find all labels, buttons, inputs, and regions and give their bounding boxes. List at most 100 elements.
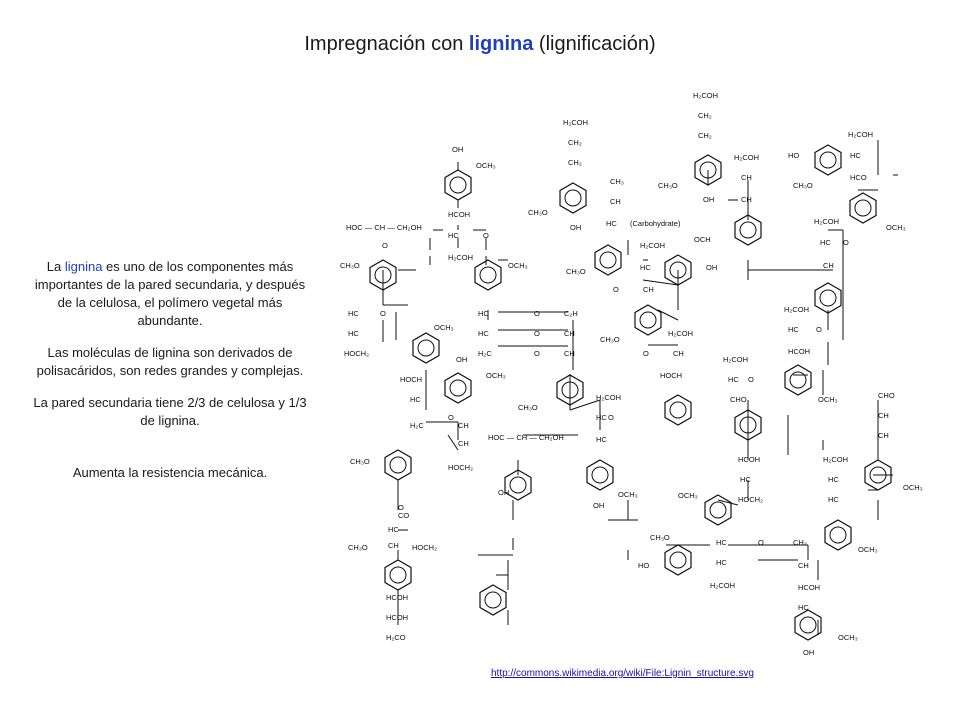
svg-text:CHO: CHO bbox=[730, 395, 747, 404]
svg-text:HOCH₂: HOCH₂ bbox=[738, 495, 763, 504]
svg-text:H₂COH: H₂COH bbox=[823, 455, 848, 464]
svg-text:H₂COH: H₂COH bbox=[640, 241, 665, 250]
svg-text:HC: HC bbox=[478, 309, 489, 318]
svg-text:HC: HC bbox=[728, 375, 739, 384]
p1-end: es uno de los componentes más importante… bbox=[34, 259, 306, 328]
svg-text:HO: HO bbox=[788, 151, 799, 160]
svg-text:H₂C: H₂C bbox=[478, 349, 492, 358]
svg-text:OH: OH bbox=[498, 488, 509, 497]
lignin-structure-diagram: OH OCH₃ HCOH HOC — CH — CH₂OH HC H₂COH O… bbox=[340, 91, 923, 657]
svg-text:OH: OH bbox=[803, 648, 814, 657]
svg-text:HOCH₂: HOCH₂ bbox=[344, 349, 369, 358]
svg-text:HOCH₂: HOCH₂ bbox=[412, 543, 437, 552]
svg-text:HO: HO bbox=[638, 561, 649, 570]
svg-text:HCOH: HCOH bbox=[448, 210, 470, 219]
svg-text:HC: HC bbox=[740, 475, 751, 484]
svg-text:HC: HC bbox=[828, 475, 839, 484]
svg-text:O: O bbox=[483, 231, 489, 240]
diagram-labels-right: H₂COH CH₂ CH₂ CH₃O OH H₂COH CH CH H₂COH … bbox=[638, 91, 923, 657]
svg-text:CH₃O: CH₃O bbox=[340, 261, 360, 270]
svg-text:O: O bbox=[534, 329, 540, 338]
svg-text:CH₂: CH₂ bbox=[793, 538, 807, 547]
svg-text:OCH₃: OCH₃ bbox=[486, 371, 506, 380]
svg-text:O: O bbox=[643, 349, 649, 358]
svg-text:O: O bbox=[380, 309, 386, 318]
lignina-link[interactable]: lignina bbox=[64, 259, 103, 274]
svg-text:O: O bbox=[613, 285, 619, 294]
svg-text:OCH₃: OCH₃ bbox=[818, 395, 838, 404]
title-prefix: Impregnación con bbox=[304, 33, 469, 55]
paragraph-4: Aumenta la resistencia mecánica. bbox=[72, 465, 268, 480]
svg-text:OCH₃: OCH₃ bbox=[508, 261, 528, 270]
svg-text:CH: CH bbox=[458, 439, 469, 448]
svg-text:H₂COH: H₂COH bbox=[784, 305, 809, 314]
svg-text:C₂H: C₂H bbox=[564, 309, 578, 318]
svg-text:OH: OH bbox=[706, 263, 717, 272]
svg-text:HOC — CH — CH₂OH: HOC — CH — CH₂OH bbox=[488, 433, 564, 442]
paragraph-2: Las moléculas de lignina son derivados d… bbox=[36, 345, 304, 378]
svg-text:H₂C: H₂C bbox=[410, 421, 424, 430]
svg-text:H₂COH: H₂COH bbox=[814, 217, 839, 226]
svg-text:CH₃O: CH₃O bbox=[600, 335, 620, 344]
svg-text:CH₂: CH₂ bbox=[568, 138, 582, 147]
svg-text:CH₃O: CH₃O bbox=[518, 403, 538, 412]
svg-text:HC: HC bbox=[716, 558, 727, 567]
slide-title: Impregnación con lignina (lignificación) bbox=[0, 33, 960, 56]
svg-text:HCOH: HCOH bbox=[386, 613, 408, 622]
svg-text:CH: CH bbox=[798, 561, 809, 570]
svg-text:OCH₃: OCH₃ bbox=[903, 483, 923, 492]
svg-text:H₂COH: H₂COH bbox=[596, 393, 621, 402]
svg-text:CH₃O: CH₃O bbox=[658, 181, 678, 190]
svg-text:H₂COH: H₂COH bbox=[848, 130, 873, 139]
svg-text:OH: OH bbox=[593, 501, 604, 510]
svg-text:HC: HC bbox=[850, 151, 861, 160]
svg-text:H₂CO: H₂CO bbox=[386, 633, 406, 642]
svg-text:O: O bbox=[816, 325, 822, 334]
svg-text:CH: CH bbox=[878, 411, 889, 420]
svg-text:O: O bbox=[748, 375, 754, 384]
description-text: La lignina es uno de los componentes más… bbox=[30, 258, 310, 496]
svg-text:H₂COH: H₂COH bbox=[668, 329, 693, 338]
svg-text:CH₃O: CH₃O bbox=[348, 543, 368, 552]
svg-text:CH: CH bbox=[673, 349, 684, 358]
svg-text:OH: OH bbox=[452, 145, 463, 154]
svg-text:CH₂: CH₂ bbox=[568, 158, 582, 167]
svg-text:HOCH₂: HOCH₂ bbox=[448, 463, 473, 472]
svg-text:OCH₃: OCH₃ bbox=[476, 161, 496, 170]
svg-text:CH: CH bbox=[610, 197, 621, 206]
svg-text:OH: OH bbox=[570, 223, 581, 232]
svg-text:CH₃O: CH₃O bbox=[528, 208, 548, 217]
svg-text:CH: CH bbox=[388, 541, 399, 550]
svg-text:CH: CH bbox=[564, 349, 575, 358]
svg-text:HC: HC bbox=[606, 219, 617, 228]
svg-text:OCH₃: OCH₃ bbox=[858, 545, 878, 554]
svg-text:H₂COH: H₂COH bbox=[723, 355, 748, 364]
svg-text:HC: HC bbox=[348, 329, 359, 338]
source-link[interactable]: http://commons.wikimedia.org/wiki/File:L… bbox=[491, 668, 754, 679]
svg-text:OCH: OCH bbox=[694, 235, 711, 244]
svg-text:CH₃O: CH₃O bbox=[650, 533, 670, 542]
svg-text:HCOH: HCOH bbox=[788, 347, 810, 356]
svg-text:HC: HC bbox=[596, 413, 607, 422]
svg-text:H₂COH: H₂COH bbox=[734, 153, 759, 162]
svg-text:OCH₃: OCH₃ bbox=[886, 223, 906, 232]
svg-text:HCOH: HCOH bbox=[738, 455, 760, 464]
svg-text:O: O bbox=[758, 538, 764, 547]
p1-start: La bbox=[46, 259, 65, 274]
svg-text:HC: HC bbox=[788, 325, 799, 334]
diagram-labels: OH OCH₃ HCOH HOC — CH — CH₂OH HC H₂COH O… bbox=[340, 145, 578, 642]
svg-text:CH₂: CH₂ bbox=[698, 131, 712, 140]
svg-text:HC: HC bbox=[596, 435, 607, 444]
svg-text:O: O bbox=[843, 238, 849, 247]
svg-text:CH: CH bbox=[643, 285, 654, 294]
svg-text:CHO: CHO bbox=[878, 391, 895, 400]
svg-text:HC: HC bbox=[640, 263, 651, 272]
svg-text:OCH₃: OCH₃ bbox=[678, 491, 698, 500]
svg-text:H₂COH: H₂COH bbox=[448, 253, 473, 262]
svg-text:O: O bbox=[448, 413, 454, 422]
svg-text:HC: HC bbox=[448, 231, 459, 240]
svg-text:CH: CH bbox=[564, 329, 575, 338]
svg-text:OH: OH bbox=[703, 195, 714, 204]
svg-text:OCH₃: OCH₃ bbox=[434, 323, 454, 332]
svg-text:OH: OH bbox=[456, 355, 467, 364]
